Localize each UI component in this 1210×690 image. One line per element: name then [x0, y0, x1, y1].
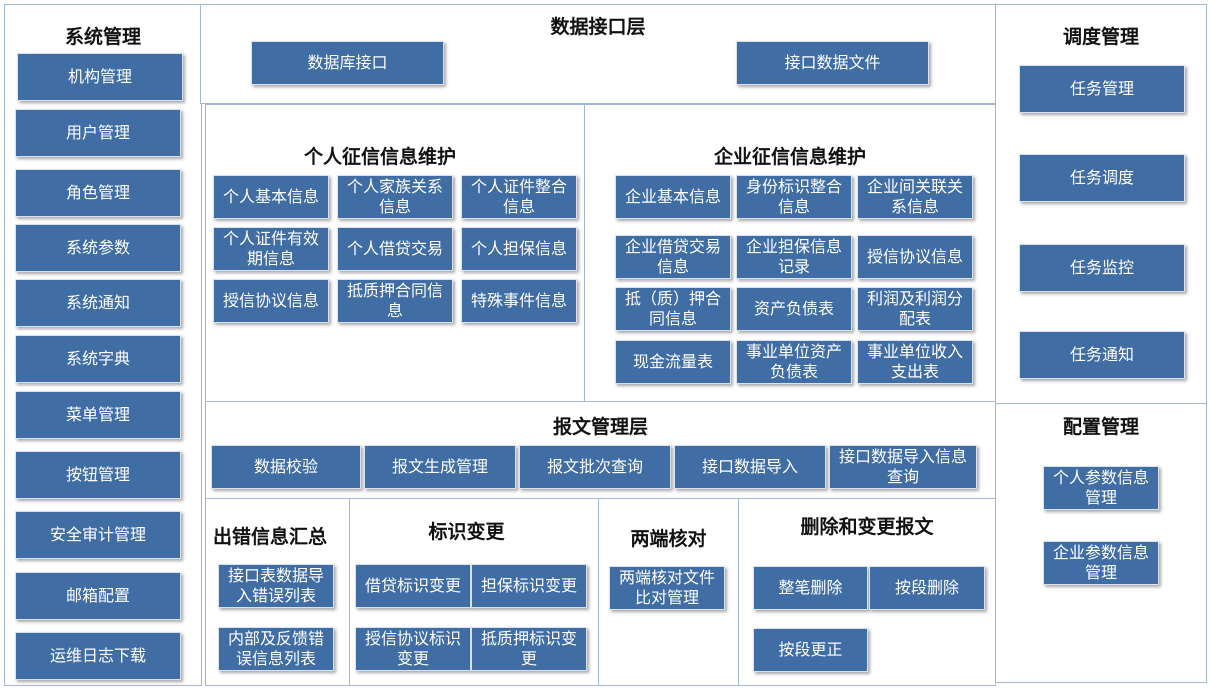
config-item-personal[interactable]: 个人参数信息管理	[1043, 466, 1159, 510]
schedule-item-monitor[interactable]: 任务监控	[1019, 244, 1185, 292]
reconcile-title: 两端核对	[630, 528, 707, 550]
personal-item-loan[interactable]: 个人借贷交易	[337, 227, 453, 271]
config-title: 配置管理	[1062, 416, 1139, 438]
delete-item-whole[interactable]: 整笔删除	[753, 566, 868, 610]
reconcile-item-compare[interactable]: 两端核对文件比对管理	[609, 566, 725, 610]
enterprise-item-cashflow[interactable]: 现金流量表	[615, 340, 731, 384]
report-item-import[interactable]: 接口数据导入	[674, 445, 826, 489]
system-title: 系统管理	[64, 26, 141, 48]
config-item-enterprise[interactable]: 企业参数信息管理	[1043, 541, 1159, 585]
report-item-generate[interactable]: 报文生成管理	[364, 445, 516, 489]
personal-item-family[interactable]: 个人家族关系信息	[337, 175, 453, 219]
idchange-title: 标识变更	[428, 521, 505, 543]
personal-title: 个人征信信息维护	[303, 146, 456, 168]
enterprise-item-guarantee[interactable]: 企业担保信息记录	[736, 235, 852, 279]
errors-item-import[interactable]: 接口表数据导入错误列表	[218, 564, 334, 608]
schedule-item-dispatch[interactable]: 任务调度	[1019, 154, 1185, 202]
personal-item-basic[interactable]: 个人基本信息	[213, 175, 329, 219]
schedule-item-task[interactable]: 任务管理	[1019, 65, 1185, 113]
personal-item-idexpiry[interactable]: 个人证件有效期信息	[213, 227, 329, 271]
idchange-item-guarantee[interactable]: 担保标识变更	[471, 564, 587, 608]
system-item-params[interactable]: 系统参数	[15, 224, 181, 272]
enterprise-item-pledge[interactable]: 抵（质）押合同信息	[615, 287, 731, 331]
interface-title: 数据接口层	[550, 16, 646, 38]
system-item-user[interactable]: 用户管理	[15, 109, 181, 157]
enterprise-item-relation[interactable]: 企业间关联关系信息	[857, 175, 973, 219]
enterprise-title: 企业征信信息维护	[713, 146, 866, 168]
enterprise-item-basic[interactable]: 企业基本信息	[615, 175, 731, 219]
enterprise-item-loan[interactable]: 企业借贷交易信息	[615, 235, 731, 279]
enterprise-item-profit[interactable]: 利润及利润分配表	[857, 287, 973, 331]
enterprise-item-inst-balance[interactable]: 事业单位资产负债表	[736, 340, 852, 384]
enterprise-item-balance[interactable]: 资产负债表	[736, 287, 852, 331]
schedule-title: 调度管理	[1062, 26, 1139, 48]
system-item-dict[interactable]: 系统字典	[15, 335, 181, 383]
delete-title: 删除和变更报文	[800, 516, 934, 538]
idchange-item-credit[interactable]: 授信协议标识变更	[355, 627, 471, 671]
enterprise-item-inst-income[interactable]: 事业单位收入支出表	[857, 340, 973, 384]
system-item-mail[interactable]: 邮箱配置	[15, 572, 181, 620]
report-item-import-query[interactable]: 接口数据导入信息查询	[829, 445, 977, 489]
errors-item-feedback[interactable]: 内部及反馈错误信息列表	[218, 627, 334, 671]
system-item-button[interactable]: 按钮管理	[15, 451, 181, 499]
report-item-batch[interactable]: 报文批次查询	[519, 445, 671, 489]
system-item-audit[interactable]: 安全审计管理	[15, 511, 181, 559]
delete-item-segment[interactable]: 按段删除	[869, 566, 985, 610]
enterprise-item-idmerge[interactable]: 身份标识整合信息	[736, 175, 852, 219]
system-item-notice[interactable]: 系统通知	[15, 279, 181, 327]
system-item-org[interactable]: 机构管理	[17, 53, 183, 101]
personal-item-idmerge[interactable]: 个人证件整合信息	[461, 175, 577, 219]
personal-item-guarantee[interactable]: 个人担保信息	[461, 227, 577, 271]
idchange-item-pledge[interactable]: 抵质押标识变更	[471, 627, 587, 671]
system-item-menu[interactable]: 菜单管理	[15, 391, 181, 439]
errors-title: 出错信息汇总	[212, 526, 327, 548]
enterprise-item-credit[interactable]: 授信协议信息	[857, 235, 973, 279]
report-title: 报文管理层	[552, 416, 648, 438]
report-item-validate[interactable]: 数据校验	[211, 445, 361, 489]
personal-item-pledge[interactable]: 抵质押合同信息	[337, 279, 453, 323]
personal-item-credit[interactable]: 授信协议信息	[213, 279, 329, 323]
system-item-role[interactable]: 角色管理	[15, 169, 181, 217]
interface-item-db[interactable]: 数据库接口	[251, 41, 444, 85]
system-item-log[interactable]: 运维日志下载	[15, 632, 181, 680]
schedule-item-notice[interactable]: 任务通知	[1019, 331, 1185, 379]
personal-item-special[interactable]: 特殊事件信息	[461, 279, 577, 323]
delete-item-correct[interactable]: 按段更正	[753, 628, 868, 672]
idchange-item-loan[interactable]: 借贷标识变更	[355, 564, 471, 608]
interface-item-file[interactable]: 接口数据文件	[736, 41, 929, 85]
